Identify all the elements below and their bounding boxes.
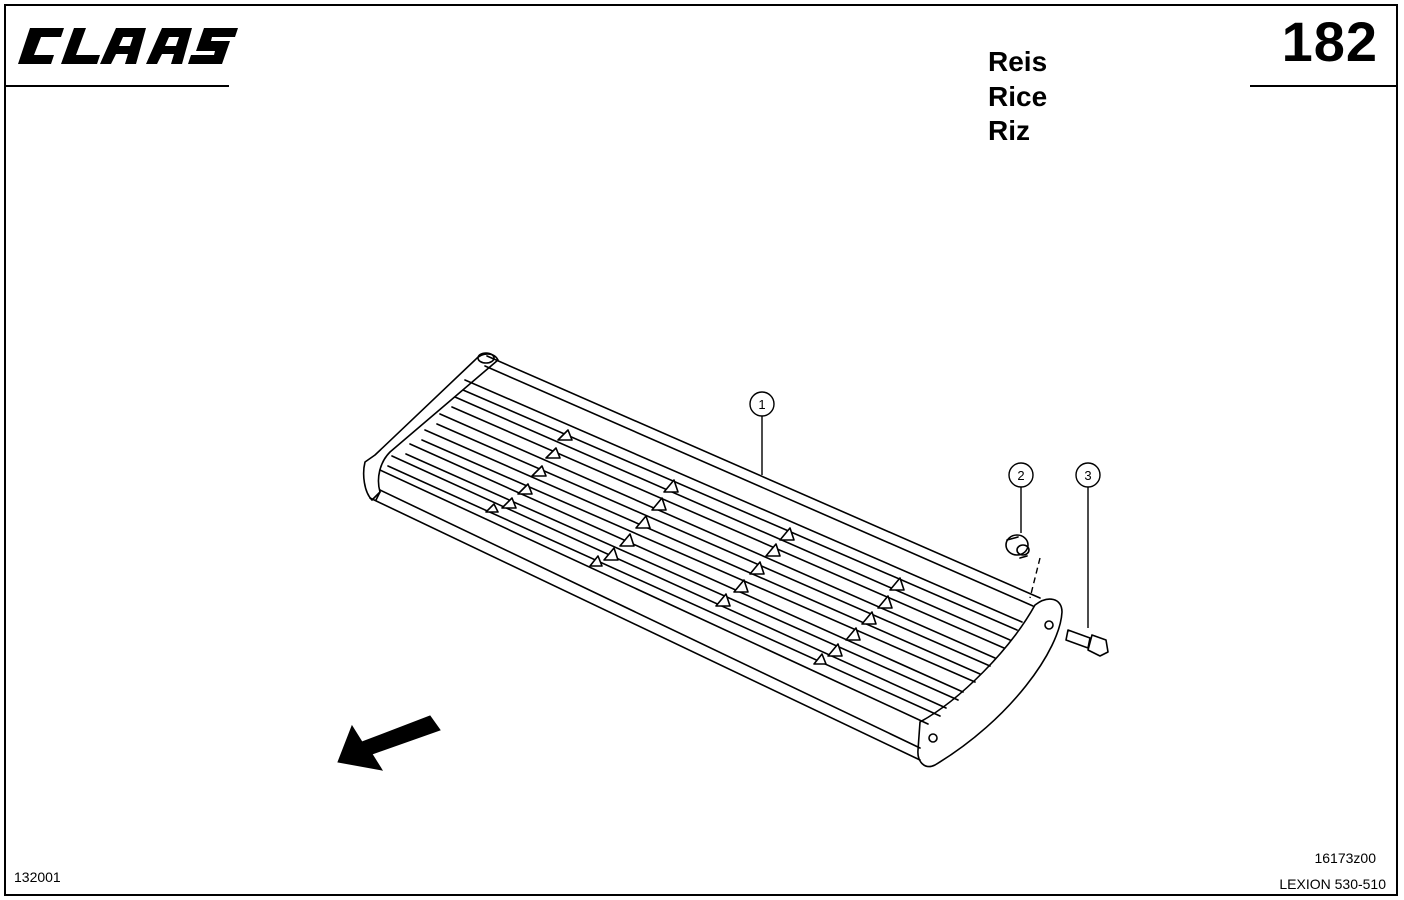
header-rule-left: [6, 85, 229, 87]
right-plate-hole-bottom: [928, 733, 938, 743]
page-number: 182: [1281, 10, 1378, 73]
footer-drawing-code: 16173z00: [1314, 850, 1376, 866]
rod-5: [405, 443, 964, 701]
rod-4: [421, 429, 981, 683]
page-frame: [4, 4, 1398, 896]
rod-1: [462, 379, 1023, 631]
callout-label-3: 3: [1084, 468, 1091, 483]
left-end-plate: [362, 353, 499, 501]
title-german: Reis: [988, 46, 1048, 77]
claas-logo: [16, 22, 238, 68]
rod-6: [387, 455, 947, 717]
footer-model: LEXION 530-510: [1279, 876, 1386, 892]
title-french: Riz: [988, 115, 1030, 146]
spacer-bushing: [1005, 534, 1030, 559]
title-english: Rice: [988, 81, 1048, 112]
header-rule-right: [1250, 85, 1398, 87]
callout-circle-1: [749, 391, 775, 417]
arrow-icon: [337, 715, 441, 771]
rear-bar: [484, 355, 1041, 607]
right-end-plate: [917, 598, 1063, 768]
rod-3: [436, 413, 996, 667]
claas-logo-graphic: [18, 28, 238, 64]
callout-label-2: 2: [1017, 468, 1024, 483]
footer-left-code: 132001: [14, 869, 61, 885]
assembly-dash-line: [1029, 557, 1041, 599]
front-beam: [369, 489, 921, 761]
bolt: [1065, 629, 1109, 657]
right-plate-hole-top: [1044, 620, 1054, 630]
callout-label-1: 1: [758, 397, 765, 412]
callout-circle-2: [1008, 462, 1034, 488]
callout-circle-3: [1075, 462, 1101, 488]
rod-7: [379, 469, 929, 725]
left-end-knob: [477, 352, 495, 364]
cross-ribs: [485, 429, 905, 665]
rod-2: [451, 396, 1011, 649]
